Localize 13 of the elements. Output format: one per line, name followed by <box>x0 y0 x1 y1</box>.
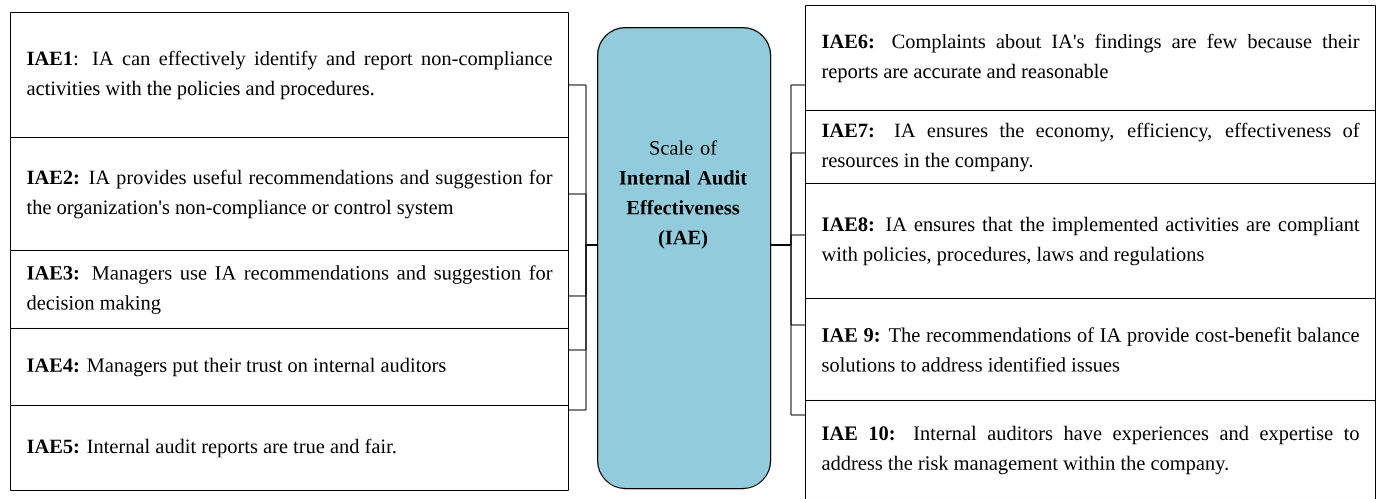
item-box: IAE8: IA ensures that the implemented activities are compliant with policies, procedures, laws and regulations <box>805 183 1376 299</box>
item-box: IAE1: IA can effectively identify and report non-compliance activities with the policies and procedures. <box>10 12 569 138</box>
item-box: IAE3: Managers use IA recommendations and suggestion for decision making <box>10 250 569 329</box>
item-box: IAE6: Complaints about IA's findings are few because their reports are accurate and reasonable <box>805 5 1376 111</box>
item-box: IAE5: Internal audit reports are true and fair. <box>10 405 569 491</box>
scale-box: Scale of Internal Audit Effectiveness (IAE) <box>597 27 772 490</box>
item-box: IAE4: Managers put their trust on internal auditors <box>10 328 569 406</box>
connector-line <box>568 244 598 411</box>
connector-line <box>770 244 806 416</box>
item-box: IAE2: IA provides useful recommendations and suggestion for the organization's non-compliance or control system <box>10 137 569 251</box>
item-box: IAE 10: Internal auditors have experiences and expertise to address the risk management within the company. <box>805 400 1376 499</box>
item-box: IAE7: IA ensures the economy, efficiency, effectiveness of resources in the company. <box>805 110 1376 184</box>
item-box: IAE 9: The recommendations of IA provide cost-benefit balance solutions to address identified issues <box>805 298 1376 401</box>
